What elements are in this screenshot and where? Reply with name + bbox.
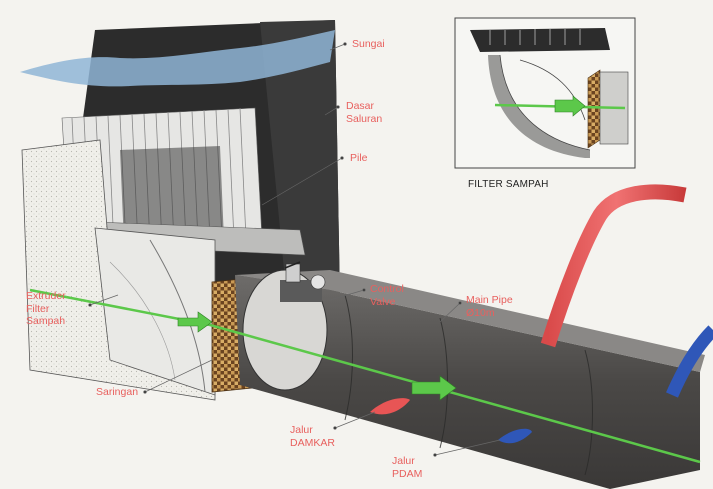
- leader-lines: [88, 42, 501, 457]
- label-dasar-saluran: Dasar Saluran: [346, 100, 383, 125]
- river-water: [20, 30, 335, 87]
- flow-line: [29, 288, 701, 464]
- inset-filter-detail: [454, 17, 636, 169]
- main-pipe-top: [235, 270, 705, 372]
- damkar-outlet: [370, 398, 410, 415]
- red-damkar-pipe: [540, 184, 687, 348]
- label-saringan: Saringan: [96, 386, 139, 398]
- label-control-valve: Control Valve: [370, 283, 404, 308]
- pile-slats: [61, 107, 263, 251]
- label-main-pipe: Main Pipe Ø10m: [466, 294, 513, 319]
- control-valve: [280, 261, 326, 302]
- blue-pdam-pipe: [666, 325, 713, 398]
- label-pile: Pile: [350, 152, 368, 164]
- channel-side-shade: [260, 20, 340, 320]
- label-jalur-damkar: Jalur DAMKAR: [290, 424, 335, 449]
- extruder-curve: [149, 239, 206, 393]
- extruder-chamber: [94, 227, 216, 396]
- label-extruder-filter-sampah: Extruder Filter Sampah: [26, 290, 66, 327]
- label-sungai: Sungai: [352, 38, 385, 50]
- pdam-outlet: [498, 428, 532, 444]
- label-jalur-pdam: Jalur PDAM: [392, 455, 423, 480]
- inset-caption: FILTER SAMPAH: [468, 179, 549, 190]
